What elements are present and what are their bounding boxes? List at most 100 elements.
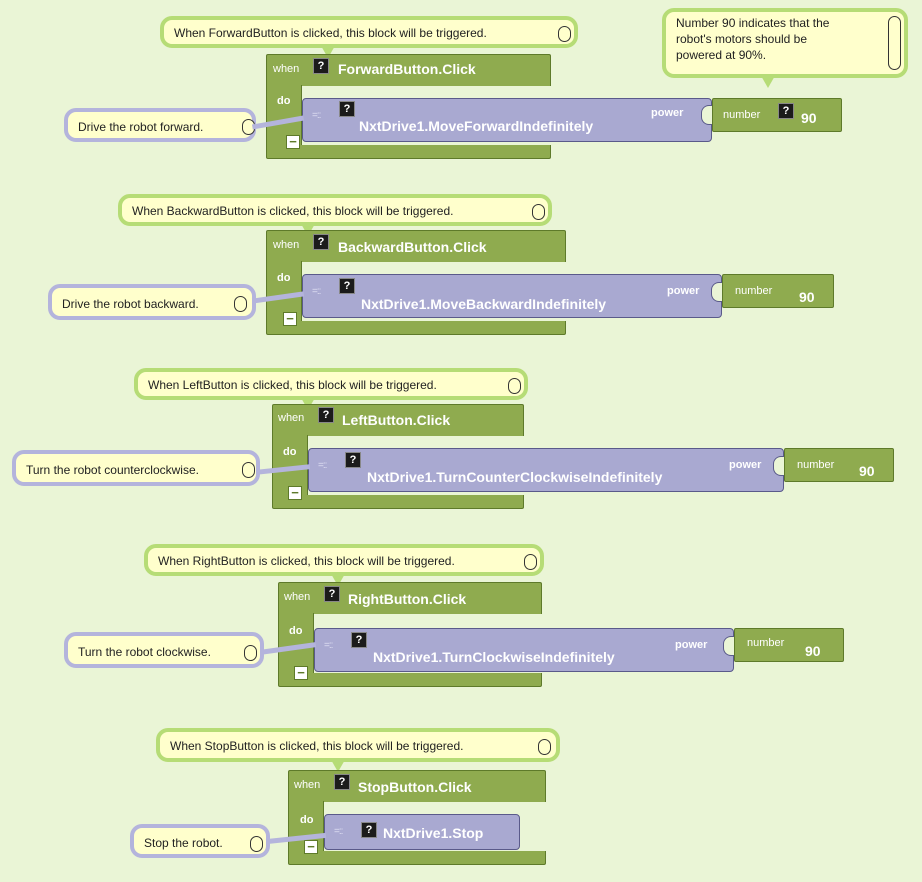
number-value[interactable]: 90 [799,289,815,305]
comment-toggle-icon[interactable] [242,462,255,478]
right-group: When RightButton is clicked, this block … [0,530,922,700]
when-label: when [273,63,300,75]
method-block[interactable]: =:: ? NxtDrive1.Stop [324,814,520,850]
method-comment-text: Stop the robot. [144,836,223,850]
comment-tail [330,758,346,772]
grip-icon: =:: [334,826,343,837]
number-label: number [735,285,773,297]
method-block[interactable]: =:: ? NxtDrive1.TurnClockwiseIndefinitel… [314,628,734,672]
backward-group: When BackwardButton is clicked, this blo… [0,178,922,348]
question-icon[interactable]: ? [339,278,355,294]
number-comment[interactable]: Number 90 indicates that the robot's mot… [662,8,908,78]
socket [773,456,784,476]
comment-toggle-icon[interactable] [244,645,257,661]
collapse-icon[interactable]: − [283,312,297,326]
question-icon[interactable]: ? [334,774,350,790]
number-value[interactable]: 90 [801,110,817,126]
number-comment-line-2: robot's motors should be [676,32,808,46]
do-label: do [300,814,314,826]
when-label: when [294,779,321,791]
method-comment-text: Turn the robot clockwise. [78,645,211,659]
socket [723,636,734,656]
left-group: When LeftButton is clicked, this block w… [0,350,922,520]
comment-tail [760,74,776,88]
event-comment[interactable]: When StopButton is clicked, this block w… [156,728,560,762]
method-comment[interactable]: Drive the robot forward. [64,108,256,142]
event-name: BackwardButton.Click [338,239,487,255]
method-name: NxtDrive1.TurnCounterClockwiseIndefinite… [367,469,663,485]
socket [711,282,722,302]
number-value[interactable]: 90 [805,643,821,659]
comment-toggle-icon[interactable] [508,378,521,394]
event-comment[interactable]: When LeftButton is clicked, this block w… [134,368,528,400]
comment-toggle-icon[interactable] [888,16,901,70]
power-label: power [729,459,762,471]
method-comment[interactable]: Turn the robot clockwise. [64,632,264,668]
number-label: number [797,459,835,471]
question-icon[interactable]: ? [313,58,329,74]
number-block[interactable]: number ? 90 [712,98,842,132]
comment-toggle-icon[interactable] [538,739,551,755]
question-icon[interactable]: ? [351,632,367,648]
collapse-icon[interactable]: − [294,666,308,680]
method-name: NxtDrive1.MoveForwardIndefinitely [359,118,594,134]
event-comment[interactable]: When BackwardButton is clicked, this blo… [118,194,552,226]
question-icon[interactable]: ? [313,234,329,250]
number-comment-line-3: powered at 90%. [676,48,767,62]
grip-icon: =:: [318,460,327,471]
method-comment[interactable]: Drive the robot backward. [48,284,256,320]
do-label: do [289,625,303,637]
question-icon[interactable]: ? [324,586,340,602]
do-label: do [277,95,291,107]
do-label: do [283,446,297,458]
do-label: do [277,272,291,284]
comment-toggle-icon[interactable] [524,554,537,570]
number-label: number [723,109,761,121]
event-name: ForwardButton.Click [338,61,476,77]
event-comment-text: When BackwardButton is clicked, this blo… [132,204,454,218]
collapse-icon[interactable]: − [304,840,318,854]
method-comment-text: Drive the robot backward. [62,297,199,311]
forward-group: When ForwardButton is clicked, this bloc… [0,0,922,170]
comment-toggle-icon[interactable] [558,26,571,42]
when-label: when [278,412,305,424]
when-label: when [284,591,311,603]
grip-icon: =:: [324,640,333,651]
grip-icon: =:: [312,286,321,297]
event-comment-text: When LeftButton is clicked, this block w… [148,378,437,392]
question-icon[interactable]: ? [318,407,334,423]
question-icon[interactable]: ? [778,103,794,119]
power-label: power [667,285,700,297]
event-comment-text: When StopButton is clicked, this block w… [170,739,464,753]
event-name: RightButton.Click [348,591,467,607]
number-block[interactable]: number 90 [722,274,834,308]
comment-toggle-icon[interactable] [250,836,263,852]
number-comment-line-1: Number 90 indicates that the [676,16,830,30]
number-block[interactable]: number 90 [734,628,844,662]
method-comment-text: Turn the robot counterclockwise. [26,463,199,477]
method-name: NxtDrive1.TurnClockwiseIndefinitely [373,649,615,665]
socket [701,105,712,125]
question-icon[interactable]: ? [339,101,355,117]
event-comment-text: When RightButton is clicked, this block … [158,554,455,568]
method-comment-text: Drive the robot forward. [78,120,204,134]
power-label: power [651,107,684,119]
number-value[interactable]: 90 [859,463,875,479]
method-block[interactable]: =:: ? NxtDrive1.TurnCounterClockwiseInde… [308,448,784,492]
event-comment[interactable]: When ForwardButton is clicked, this bloc… [160,16,578,48]
question-icon[interactable]: ? [345,452,361,468]
method-comment[interactable]: Turn the robot counterclockwise. [12,450,260,486]
question-icon[interactable]: ? [361,822,377,838]
method-block[interactable]: =:: ? NxtDrive1.MoveBackwardIndefinitely… [302,274,722,318]
method-comment[interactable]: Stop the robot. [130,824,270,858]
comment-toggle-icon[interactable] [532,204,545,220]
number-block[interactable]: number 90 [784,448,894,482]
collapse-icon[interactable]: − [286,135,300,149]
event-comment-text: When ForwardButton is clicked, this bloc… [174,26,487,40]
power-label: power [675,639,708,651]
event-name: StopButton.Click [358,779,472,795]
comment-toggle-icon[interactable] [234,296,247,312]
collapse-icon[interactable]: − [288,486,302,500]
grip-icon: =:: [312,110,321,121]
method-block[interactable]: =:: ? NxtDrive1.MoveForwardIndefinitely … [302,98,712,142]
